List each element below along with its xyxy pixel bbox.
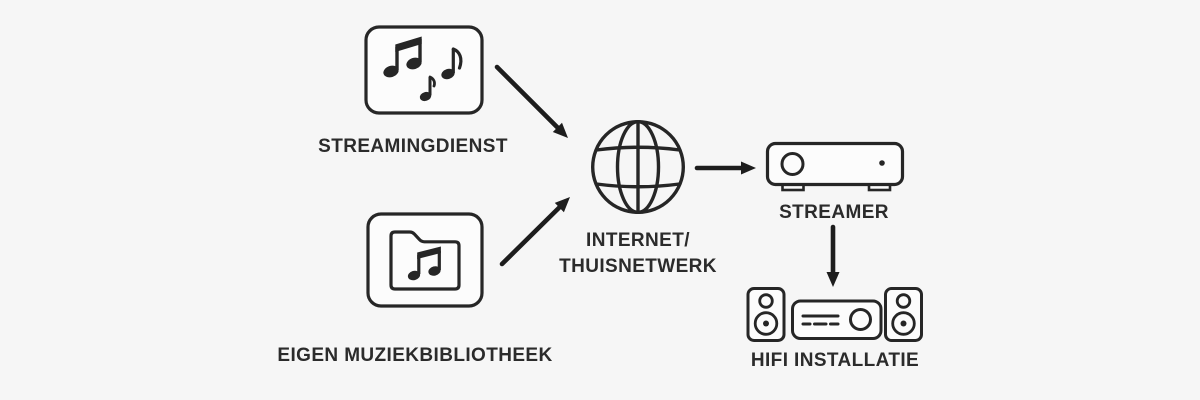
internet-label-line2: THUISNETWERK xyxy=(559,256,717,277)
arrow-streamingdienst-to-internet xyxy=(494,64,568,138)
streamingdienst-label: STREAMINGDIENST xyxy=(318,136,508,157)
streamer-label: STREAMER xyxy=(779,202,889,223)
hifi-label: HIFI INSTALLATIE xyxy=(750,350,920,371)
audio-streamer-icon xyxy=(765,140,905,194)
music-notes-icon xyxy=(363,24,485,116)
arrow-streamer-to-hifi xyxy=(826,224,840,287)
hifi-system-icon xyxy=(746,286,924,344)
muziekbibliotheek-label: EIGEN MUZIEKBIBLIOTHEEK xyxy=(277,345,553,366)
arrow-internet-to-streamer xyxy=(694,161,756,175)
music-folder-icon xyxy=(365,211,485,309)
internet-label: INTERNET/ THUISNETWERK xyxy=(559,228,717,280)
globe-icon xyxy=(588,117,688,217)
internet-label-line1: INTERNET/ xyxy=(586,230,690,251)
